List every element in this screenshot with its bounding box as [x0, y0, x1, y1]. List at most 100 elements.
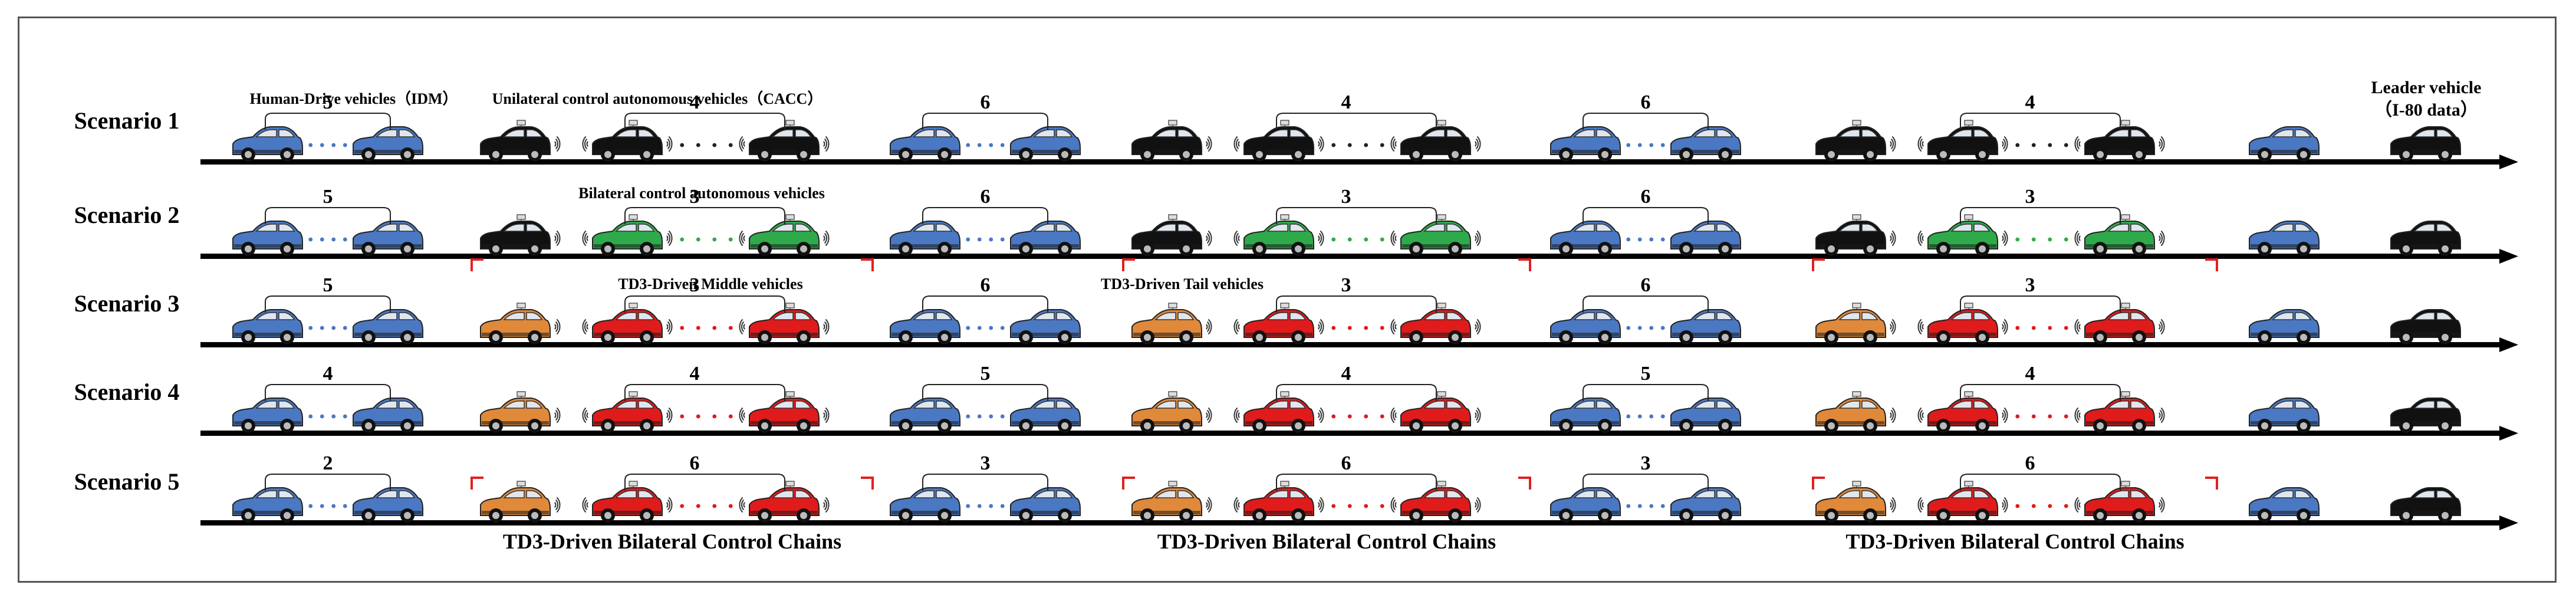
group-count: 6 — [1641, 274, 1651, 296]
car-icon — [232, 126, 303, 162]
car-icon — [1815, 126, 1886, 162]
signal-wave-icon — [823, 497, 830, 513]
signal-wave-icon — [2074, 407, 2081, 423]
group-count: 3 — [1641, 452, 1651, 474]
chain-label: TD3-Driven Bilateral Control Chains — [1157, 530, 1496, 553]
car-icon — [1400, 398, 1471, 433]
group-count: 4 — [2025, 363, 2035, 385]
car-icon — [2249, 309, 2320, 344]
sensor-icon — [1168, 214, 1177, 222]
signal-wave-icon — [582, 318, 589, 335]
car-icon — [1670, 126, 1741, 162]
sensor-icon — [629, 391, 638, 399]
signal-wave-icon — [2158, 497, 2165, 513]
group-count: 3 — [690, 186, 700, 208]
group-hdv: 4 — [232, 363, 423, 433]
leader-vehicle — [2390, 221, 2461, 256]
group-count: 5 — [1641, 363, 1651, 385]
sensor-icon — [2121, 303, 2130, 310]
sensor-icon — [785, 303, 795, 310]
sensor-icon — [2121, 481, 2130, 488]
group-hdv: 6 — [1550, 186, 1741, 256]
scenario-label: Scenario 2 — [74, 202, 180, 228]
signal-wave-icon — [1205, 318, 1212, 335]
car-icon — [592, 487, 663, 523]
sensor-icon — [1168, 303, 1177, 310]
car-icon — [592, 126, 663, 162]
signal-wave-icon — [666, 407, 673, 423]
signal-wave-icon — [1205, 407, 1212, 423]
group-count: 5 — [981, 363, 991, 385]
car-icon — [890, 487, 960, 523]
car-icon — [1243, 309, 1314, 344]
car-icon — [1927, 126, 1998, 162]
group-td3: 4 — [1815, 363, 2165, 433]
sensor-icon — [2121, 391, 2130, 399]
car-icon — [2249, 221, 2320, 256]
signal-wave-icon — [823, 407, 830, 423]
group-count: 3 — [2025, 274, 2035, 296]
sensor-icon — [1168, 120, 1177, 127]
signal-wave-icon — [666, 136, 673, 152]
sensor-icon — [516, 391, 526, 399]
car-icon — [2249, 487, 2320, 523]
group-hdv: 5 — [890, 363, 1081, 433]
group-bilateral: 3 — [1131, 186, 1481, 256]
car-icon — [2390, 221, 2461, 256]
signal-wave-icon — [1474, 407, 1481, 423]
sensor-icon — [785, 391, 795, 399]
signal-wave-icon — [823, 136, 830, 152]
sensor-icon — [2121, 120, 2130, 127]
sensor-icon — [1280, 481, 1289, 488]
car-icon — [1243, 398, 1314, 433]
signal-wave-icon — [1889, 136, 1896, 152]
group-caption: TD3-Driven Middle vehicles — [618, 275, 802, 293]
car-icon — [1010, 221, 1081, 256]
car-icon — [353, 126, 423, 162]
car-icon — [1927, 398, 1998, 433]
car-icon — [232, 309, 303, 344]
scenario-label: Scenario 1 — [74, 107, 180, 134]
leader-vehicle — [2390, 398, 2461, 433]
sensor-icon — [1168, 481, 1177, 488]
car-icon — [232, 221, 303, 256]
group-hdv: 6 — [1550, 91, 1741, 162]
signal-wave-icon — [1317, 318, 1324, 335]
signal-wave-icon — [1233, 318, 1241, 335]
signal-wave-icon — [1233, 230, 1241, 247]
car-icon — [480, 309, 551, 344]
car-icon — [353, 487, 423, 523]
sensor-icon — [1964, 120, 1973, 127]
sensor-icon — [1437, 391, 1446, 399]
road-arrow-icon — [200, 515, 2518, 530]
group-count: 6 — [981, 186, 991, 208]
group-hdv: 6 — [1550, 274, 1741, 344]
front-vehicles: Leader vehicle（I-80 data） — [2249, 78, 2481, 162]
car-icon — [353, 221, 423, 256]
chain-bracket-icon — [2205, 477, 2218, 490]
group-caption: Human-Drive vehicles（IDM） — [249, 90, 458, 107]
group-count: 6 — [981, 91, 991, 113]
sensor-icon — [1852, 120, 1861, 127]
signal-wave-icon — [1233, 497, 1241, 513]
group-caption: Unilateral control autonomous vehicles（C… — [492, 90, 823, 107]
car-icon — [480, 126, 551, 162]
car-icon — [2084, 309, 2155, 344]
car-icon — [1400, 221, 1471, 256]
car-icon — [232, 487, 303, 523]
car-icon — [1815, 398, 1886, 433]
signal-wave-icon — [1474, 497, 1481, 513]
group-count: 3 — [690, 274, 700, 296]
sensor-icon — [1280, 303, 1289, 310]
sensor-icon — [785, 481, 795, 488]
car-icon — [353, 309, 423, 344]
group-count: 4 — [2025, 91, 2035, 113]
signal-wave-icon — [1390, 497, 1397, 513]
signal-wave-icon — [582, 407, 589, 423]
sensor-icon — [1280, 214, 1289, 222]
group-hdv: 5 — [232, 274, 423, 344]
